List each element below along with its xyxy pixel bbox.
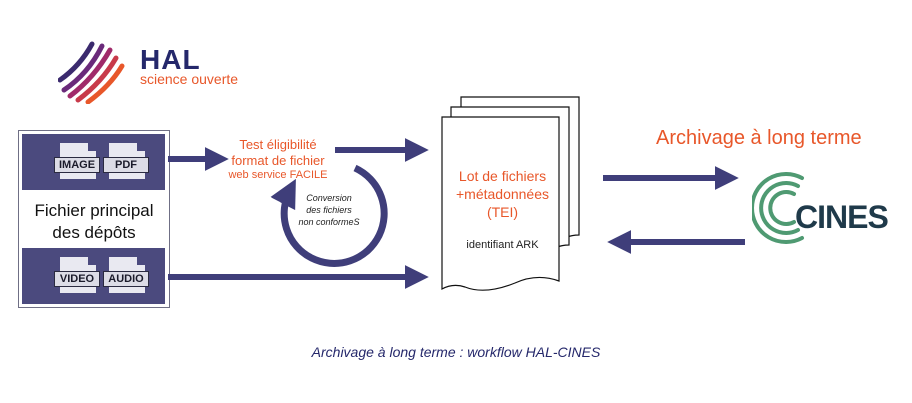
lot-line1: Lot de fichiers [458, 168, 547, 184]
audio-format-tag: AUDIO [103, 271, 149, 287]
conversion-label: Conversion des fichiers non conformeS [290, 192, 368, 228]
image-format-tag: IMAGE [54, 157, 100, 173]
cines-logo-mark [752, 172, 804, 244]
source-files-box: IMAGE PDF VIDEO AUDIO [18, 130, 170, 308]
test-line1: Test éligibilité [239, 137, 317, 152]
video-file-icon: VIDEO [54, 256, 100, 294]
conversion-line1: Conversion [306, 193, 352, 203]
figure-caption: Archivage à long terme : workflow HAL-CI… [311, 344, 601, 360]
audio-file-icon: AUDIO [103, 256, 149, 294]
conversion-loop-arrow [270, 164, 388, 267]
test-line2: format de fichier [231, 153, 325, 168]
ark-identifier-label: identifiant ARK [466, 239, 539, 251]
hal-logo-mark [58, 41, 125, 104]
lot-line3: (TEI) [486, 204, 519, 220]
bottom-formats-band: VIDEO AUDIO [22, 248, 165, 304]
source-label-line2: des dépôts [52, 223, 136, 242]
cines-wordmark: CINES [795, 199, 889, 235]
source-files-label: Fichier principal des dépôts [18, 200, 170, 244]
document-front [441, 116, 560, 291]
source-label-line1: Fichier principal [34, 201, 154, 220]
lot-line2: +métadonnées [455, 186, 550, 202]
archive-title: Archivage à long terme [656, 127, 862, 149]
pdf-file-icon: PDF [103, 142, 149, 180]
hal-wordmark: HAL [140, 44, 201, 75]
image-file-icon: IMAGE [54, 142, 100, 180]
pdf-format-tag: PDF [103, 157, 149, 173]
lot-files-label: Lot de fichiers +métadonnées (TEI) [445, 167, 560, 221]
test-eligibility-label: Test éligibilité format de fichier [222, 137, 334, 169]
conversion-line2: des fichiers [306, 205, 352, 215]
facile-service-label: web service FACILE [228, 169, 328, 181]
top-formats-band: IMAGE PDF [22, 134, 165, 190]
document-stack [441, 96, 580, 291]
hal-tagline: science ouverte [140, 71, 239, 87]
conversion-line3: non conformeS [298, 217, 360, 227]
video-format-tag: VIDEO [54, 271, 100, 287]
